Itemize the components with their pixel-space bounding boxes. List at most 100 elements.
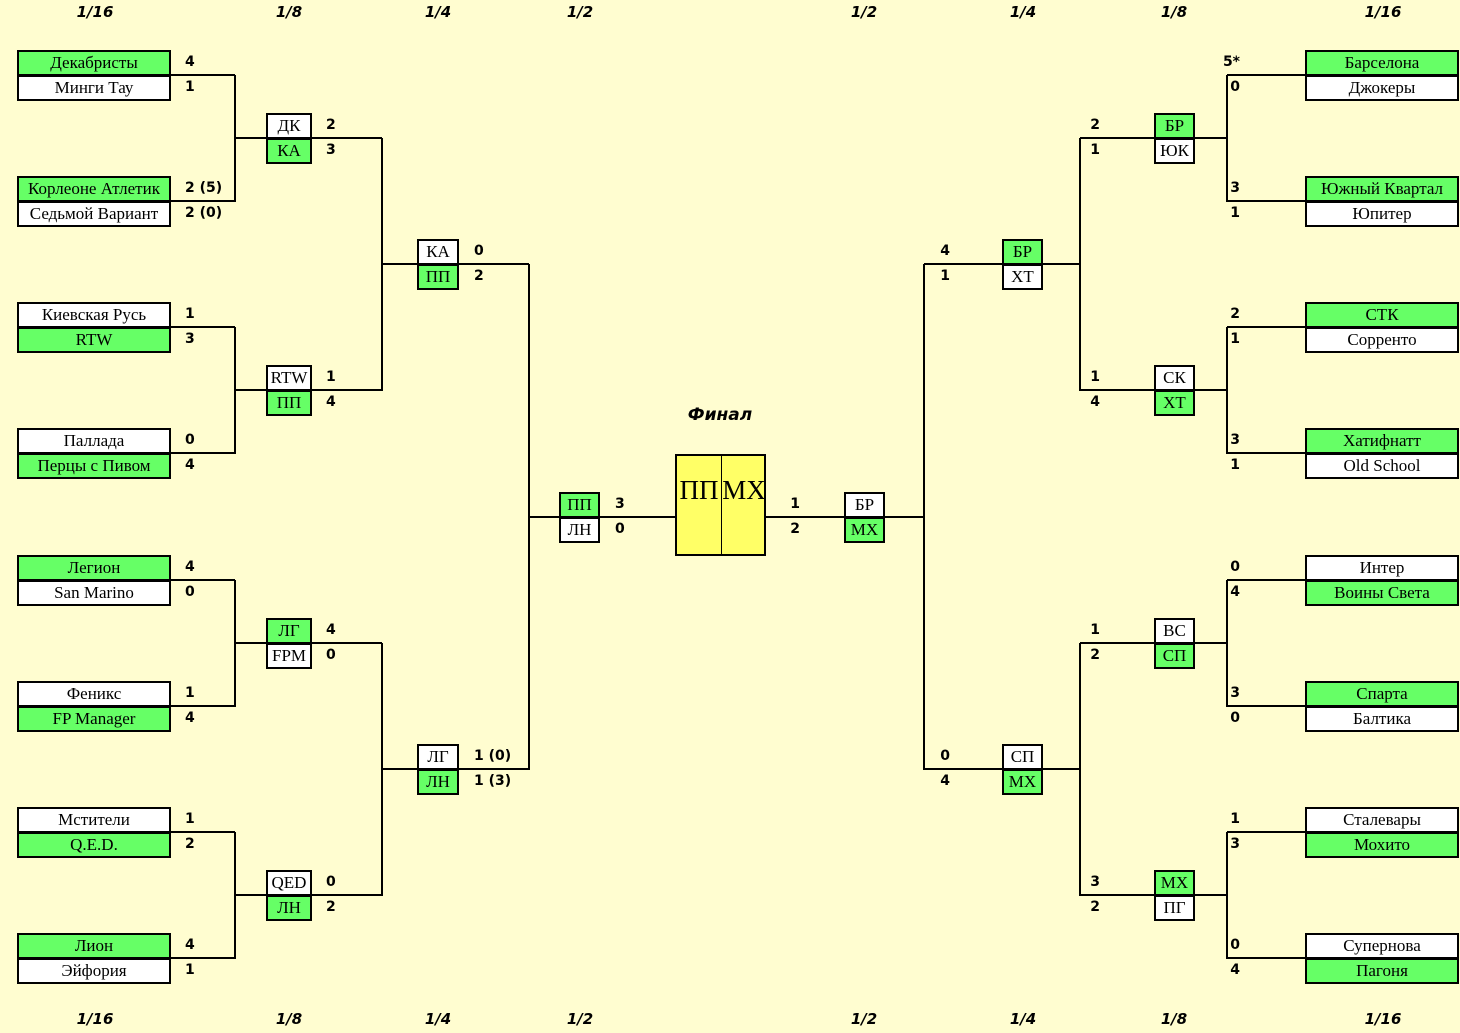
bracket-connector [171,831,235,833]
round-label-top: 1/4 [424,3,452,21]
round-label-top: 1/8 [1160,3,1188,21]
team-score: 2 (0) [185,205,223,221]
team-score: 3 [1230,685,1240,701]
bracket-connector [924,768,1002,770]
team-score: 4 [185,937,195,953]
bracket-connector [382,768,417,770]
round-label-top: 1/2 [850,3,878,21]
bracket-connector [1080,894,1154,896]
team-cell: Перцы с Пивом [17,453,171,479]
bracket-connector [1227,74,1305,76]
bracket-connector [1043,768,1080,770]
team-cell: FPM [266,643,312,669]
bracket-connector [1227,452,1305,454]
bracket-connector [1043,263,1080,265]
team-cell: БР [844,491,885,518]
bracket-connector [1226,832,1228,959]
team-cell: San Marino [17,580,171,606]
bracket-connector [171,705,235,707]
team-score: 1 [1230,331,1240,347]
team-cell: ХТ [1002,264,1043,290]
bracket-connector [1195,642,1227,644]
team-cell: Балтика [1305,706,1459,732]
team-score: 4 [326,394,336,410]
team-cell: Воины Света [1305,580,1459,606]
bracket-connector [885,515,924,518]
round-label-top: 1/2 [566,3,594,21]
bracket-connector [171,326,235,328]
team-cell: Джокеры [1305,75,1459,101]
bracket-connector [1195,137,1227,139]
team-score: 0 [326,874,336,890]
team-cell: FP Manager [17,706,171,732]
team-score: 1 [185,962,195,978]
team-score: 2 [326,899,336,915]
team-score: 4 [1230,962,1240,978]
team-cell: Декабристы [17,50,171,76]
team-cell: ЮК [1154,138,1195,164]
team-score: 3 [326,142,336,158]
team-cell: QED [266,870,312,896]
final-title: Финал [687,405,753,425]
team-score: 3 [1230,432,1240,448]
team-cell: RTW [17,327,171,353]
team-score: 1 (3) [474,773,512,789]
bracket-connector [1226,580,1228,707]
bracket-connector [235,894,266,896]
team-score: 4 [185,457,195,473]
team-cell: СК [1154,365,1195,391]
team-score: 0 [474,243,484,259]
team-score: 1 [185,306,195,322]
team-score: 2 [326,117,336,133]
team-cell: Феникс [17,681,171,707]
bracket-connector [1079,643,1081,896]
team-score: 1 (0) [474,748,512,764]
bracket-connector [1227,831,1305,833]
team-score: 2 [1090,647,1100,663]
team-score: 2 [790,520,800,537]
team-cell: RTW [266,365,312,391]
team-score: 0 [615,520,625,537]
team-cell: Old School [1305,453,1459,479]
bracket-connector [1227,579,1305,581]
team-score: 1 [185,811,195,827]
team-score: 3 [615,495,625,512]
bracket-connector [1226,75,1228,202]
team-cell: Киевская Русь [17,302,171,328]
team-cell: Легион [17,555,171,581]
team-cell: Лион [17,933,171,959]
team-cell: Седьмой Вариант [17,201,171,227]
team-cell: ХТ [1154,390,1195,416]
team-cell: Корлеоне Атлетик [17,176,171,202]
bracket-connector [924,263,1002,265]
team-cell: ПП [266,390,312,416]
team-cell: Минги Тау [17,75,171,101]
team-score: 2 [474,268,484,284]
bracket-connector [1227,200,1305,202]
team-score: 0 [326,647,336,663]
team-cell: Супернова [1305,933,1459,959]
team-cell: КА [417,239,459,265]
team-cell: МХ [844,516,885,543]
bracket-connector [923,264,925,770]
round-label-bottom: 1/16 [76,1010,114,1028]
team-score: 1 [1230,205,1240,221]
team-score: 4 [1230,584,1240,600]
team-score: 3 [1090,874,1100,890]
bracket-connector [1227,957,1305,959]
bracket-connector [312,642,382,644]
team-score: 3 [1230,180,1240,196]
round-label-top: 1/16 [1364,3,1402,21]
team-cell: ПП [417,264,459,290]
team-cell: СТК [1305,302,1459,328]
team-score: 4 [185,710,195,726]
team-score: 1 [940,268,950,284]
bracket-connector [1227,326,1305,328]
team-score: 1 [326,369,336,385]
team-score: 1 [1230,457,1240,473]
team-score: 2 (5) [185,180,223,196]
team-cell: Интер [1305,555,1459,581]
bracket-connector [312,894,382,896]
round-label-top: 1/16 [76,3,114,21]
bracket-connector [459,263,529,265]
